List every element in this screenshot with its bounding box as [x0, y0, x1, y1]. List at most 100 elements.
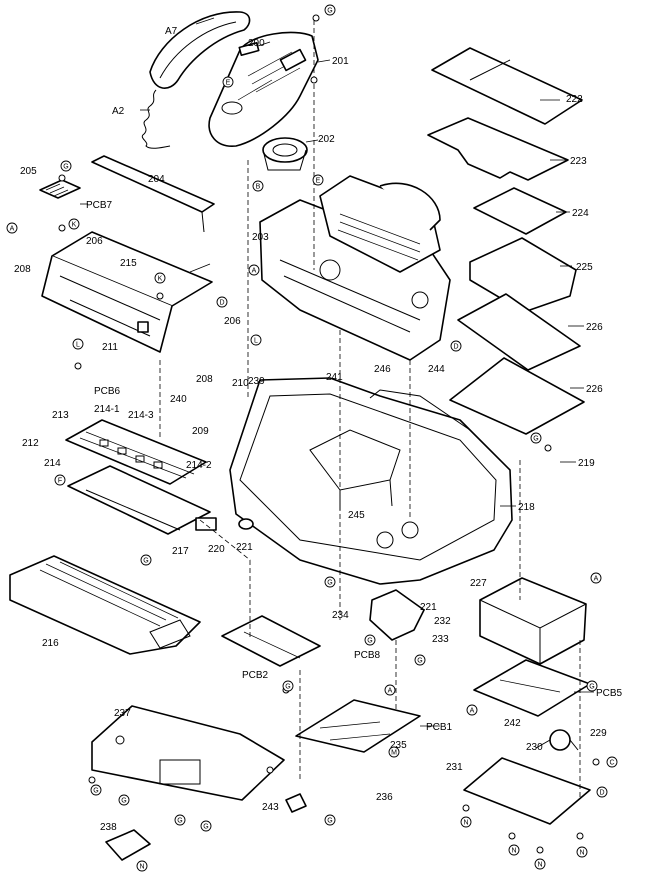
label-238: 238	[100, 822, 117, 833]
svg-text:N: N	[463, 820, 468, 827]
panel-223	[427, 117, 569, 181]
svg-text:G: G	[177, 818, 182, 825]
ref-G-10: G	[174, 814, 186, 826]
svg-text:G: G	[417, 658, 422, 665]
ref-L-1: L	[72, 338, 84, 350]
label-208a: 208	[14, 264, 31, 275]
bracket-243	[285, 793, 307, 813]
svg-text:A: A	[252, 268, 257, 275]
svg-text:G: G	[589, 684, 594, 691]
ref-E-2: E	[312, 174, 324, 186]
ref-G-11: G	[200, 820, 212, 832]
svg-text:K: K	[158, 276, 163, 283]
svg-text:E: E	[226, 80, 231, 87]
svg-text:G: G	[203, 824, 208, 831]
ref-G-7: G	[586, 680, 598, 692]
svg-text:D: D	[599, 790, 604, 797]
svg-text:B: B	[256, 184, 261, 191]
label-214-3: 214-3	[128, 410, 154, 421]
ref-G-6: G	[282, 680, 294, 692]
label-227: 227	[470, 578, 487, 589]
label-203: 203	[252, 232, 269, 243]
label-PCB6: PCB6	[94, 386, 121, 397]
panel-224	[473, 187, 567, 235]
part-200-strip	[238, 42, 260, 56]
alignment-lines	[159, 20, 581, 800]
svg-text:L: L	[76, 342, 80, 349]
handset-cradle	[208, 31, 319, 147]
ref-G-13: G	[414, 654, 426, 666]
svg-text:G: G	[285, 684, 290, 691]
label-216: 216	[42, 638, 59, 649]
ref-A-5: A	[466, 704, 478, 716]
panel-217	[67, 465, 211, 535]
handset	[149, 11, 251, 89]
paper-tray-216	[9, 555, 201, 655]
pcb5-board	[473, 659, 591, 717]
svg-text:G: G	[121, 798, 126, 805]
ref-F-1: F	[54, 474, 66, 486]
label-232: 232	[434, 616, 451, 627]
svg-text:G: G	[327, 818, 332, 825]
svg-text:N: N	[139, 864, 144, 871]
label-229: 229	[590, 728, 607, 739]
svg-text:E: E	[316, 178, 321, 185]
svg-text:N: N	[579, 850, 584, 857]
label-206b: 206	[224, 316, 241, 327]
svg-text:L: L	[254, 338, 258, 345]
screws	[58, 14, 600, 854]
label-245: 245	[348, 510, 365, 521]
label-237: 237	[114, 708, 131, 719]
label-214-2: 214-2	[186, 460, 212, 471]
label-PCB1: PCB1	[426, 722, 453, 733]
ref-G-8: G	[90, 784, 102, 796]
leader-lines	[80, 17, 594, 727]
handset-cord	[141, 89, 171, 149]
svg-text:C: C	[609, 760, 614, 767]
label-243: 243	[262, 802, 279, 813]
ref-N-2: N	[460, 816, 472, 828]
ref-A-2: A	[248, 264, 260, 276]
label-212: 212	[22, 438, 39, 449]
ref-D-3: D	[596, 786, 608, 798]
label-209: 209	[192, 426, 209, 437]
svg-text:D: D	[453, 344, 458, 351]
ref-N-3: N	[508, 844, 520, 856]
label-208b: 208	[196, 374, 213, 385]
frame-215	[41, 231, 213, 353]
label-221a: 221	[236, 542, 253, 553]
label-204: 204	[148, 174, 165, 185]
ref-G-1: G	[324, 4, 336, 16]
label-231: 231	[446, 762, 463, 773]
label-PCB8: PCB8	[354, 650, 381, 661]
ref-M-1: M	[388, 746, 400, 758]
printer-mechanism	[259, 175, 451, 361]
label-242: 242	[504, 718, 521, 729]
pcb1-board	[295, 699, 421, 753]
panel-222	[431, 47, 583, 125]
label-239: 239	[248, 376, 265, 387]
svg-text:G: G	[143, 558, 148, 565]
label-225: 225	[576, 262, 593, 273]
svg-text:G: G	[367, 638, 372, 645]
ref-E-1: E	[222, 76, 234, 88]
ref-G-9: G	[118, 794, 130, 806]
svg-text:F: F	[58, 478, 62, 485]
label-218: 218	[518, 502, 535, 513]
ref-G-3: G	[530, 432, 542, 444]
pcb2-board	[221, 615, 321, 667]
ref-K-2: K	[154, 272, 166, 284]
label-233: 233	[432, 634, 449, 645]
label-214: 214	[44, 458, 61, 469]
ref-G-4: G	[140, 554, 152, 566]
ref-A-4: A	[384, 684, 396, 696]
ref-G-2: G	[60, 160, 72, 172]
svg-text:D: D	[219, 300, 224, 307]
label-236: 236	[376, 792, 393, 803]
panel-226-lower	[449, 357, 585, 435]
label-200: 200	[248, 38, 265, 49]
label-220: 220	[208, 544, 225, 555]
svg-text:A: A	[594, 576, 599, 583]
keyboard-assembly-214	[65, 419, 207, 485]
label-A2: A2	[112, 106, 125, 117]
